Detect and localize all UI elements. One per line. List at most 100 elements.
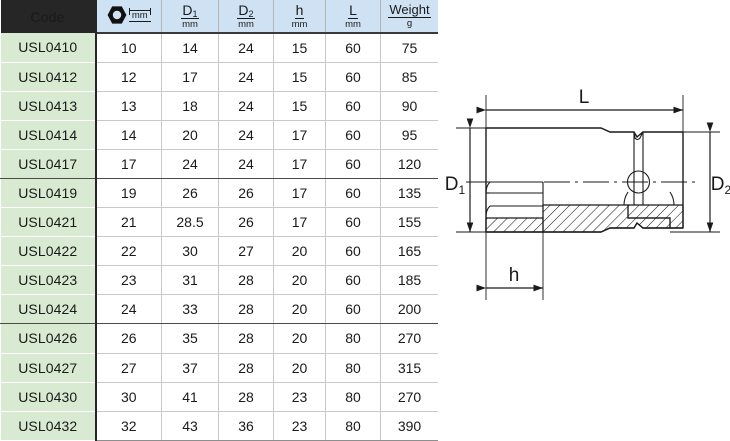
cell-weight: 165 [380,236,439,267]
dimension-bar-bottom [128,20,151,22]
cell-d1: 24 [161,149,219,179]
cell-d1: 37 [161,353,219,383]
cell-l: 60 [325,149,381,179]
cell-weight: 390 [380,411,439,441]
cell-d2: 28 [218,265,274,296]
cell-weight: 95 [380,120,439,150]
projection-lines [456,95,720,300]
cell-code[interactable]: USL0417 [0,149,97,179]
cell-d1: 28.5 [161,207,219,238]
cell-l: 60 [325,294,381,325]
cell-l: 60 [325,120,381,150]
column-header-hex-unit: mm [131,10,148,22]
cell-l: 80 [325,353,381,383]
cell-d2: 27 [218,236,274,267]
cell-code[interactable]: USL0422 [0,236,97,267]
cell-code[interactable]: USL0419 [0,178,97,209]
hexagon-socket-icon [107,5,127,28]
cell-l: 60 [325,33,381,63]
column-header-weight-label: Weight [388,2,431,19]
cell-l: 80 [325,323,381,354]
specification-table-container: Code mm [0,0,439,441]
cell-code[interactable]: USL0424 [0,294,97,325]
label-D1: D1 [445,174,466,197]
cell-hex: 23 [95,265,162,296]
cell-h: 20 [273,323,326,354]
drive-pin-hole-detail [623,131,675,206]
cell-code[interactable]: USL0421 [0,207,97,238]
cell-hex: 26 [95,323,162,354]
column-header-weight-unit: g [406,18,413,30]
cell-h: 15 [273,91,326,121]
cell-d2: 24 [218,120,274,150]
cell-d1: 17 [161,62,219,92]
cell-hex: 27 [95,353,162,383]
cell-code[interactable]: USL0414 [0,120,97,150]
cell-d1: 31 [161,265,219,296]
cell-code[interactable]: USL0432 [0,411,97,441]
cell-d1: 26 [161,178,219,209]
cell-hex: 24 [95,294,162,325]
column-header-hex-size: mm [94,0,162,34]
cell-h: 20 [273,353,326,383]
column-header-code-label: Code [30,8,65,25]
socket-diagram-container: L D1 D2 h [438,0,730,441]
cell-weight: 315 [380,353,439,383]
cell-code[interactable]: USL0430 [0,382,97,412]
column-header-h: h mm [273,0,326,34]
cell-code[interactable]: USL0423 [0,265,97,296]
cell-code[interactable]: USL0427 [0,353,97,383]
dimension-bar-top [128,8,151,16]
cell-d1: 18 [161,91,219,121]
table-header: Code mm [0,0,439,34]
column-header-d1: D1 mm [161,0,219,34]
column-header-h-label: h [294,1,305,19]
column-header-code: Code [0,0,97,33]
column-header-l-unit: mm [345,18,361,30]
cell-d2: 24 [218,149,274,179]
cell-d1: 30 [161,236,219,267]
cell-d2: 28 [218,294,274,325]
cell-d2: 24 [218,91,274,121]
cell-weight: 135 [380,178,439,209]
cell-l: 60 [325,62,381,92]
cell-h: 17 [273,120,326,150]
cell-code[interactable]: USL0412 [0,62,97,92]
cell-hex: 14 [95,120,162,150]
cell-l: 60 [325,207,381,238]
cell-weight: 155 [380,207,439,238]
cell-weight: 200 [380,294,439,325]
cell-d1: 33 [161,294,219,325]
cell-h: 20 [273,265,326,296]
cell-l: 60 [325,91,381,121]
cell-weight: 120 [380,149,439,179]
cell-code[interactable]: USL0410 [0,33,97,63]
column-header-d2: D2 mm [218,0,274,34]
cell-weight: 270 [380,323,439,354]
cell-code[interactable]: USL0413 [0,91,97,121]
cell-d2: 28 [218,323,274,354]
cell-code[interactable]: USL0426 [0,323,97,354]
cell-d1: 14 [161,33,219,63]
cell-h: 15 [273,62,326,92]
cell-weight: 75 [380,33,439,63]
cell-hex: 10 [95,33,162,63]
cell-d2: 26 [218,178,274,209]
cell-l: 60 [325,178,381,209]
cell-d1: 20 [161,120,219,150]
